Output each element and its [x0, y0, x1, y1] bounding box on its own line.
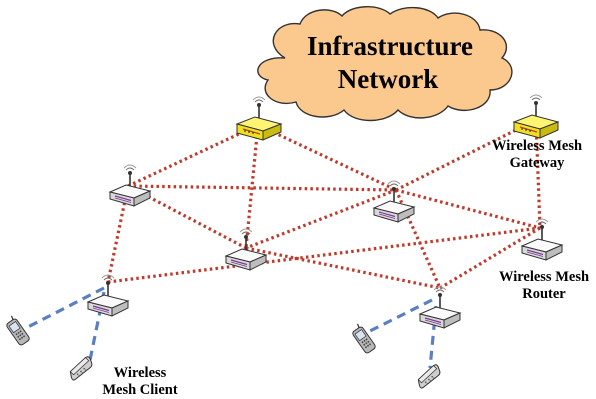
mesh-link [245, 246, 441, 290]
client-label-line2: Mesh Client [102, 382, 177, 398]
wireless-router-icon [225, 228, 267, 271]
mesh-link [534, 119, 542, 229]
mesh-link [106, 185, 130, 283]
mesh-link [395, 188, 541, 230]
mesh-link [245, 188, 397, 250]
client-link [367, 298, 433, 334]
mobile-phone-icon [2, 314, 31, 347]
gateway-label-line1: Wireless Mesh [492, 138, 582, 154]
client-link [428, 305, 438, 369]
wireless-router-icon [419, 286, 461, 329]
mesh-link [244, 124, 260, 249]
router-label: Wireless Mesh Router [499, 269, 589, 302]
client-label-line1: Wireless [114, 365, 167, 381]
mobile-phone-icon [66, 355, 96, 382]
mesh-link [107, 226, 541, 284]
router-label-line2: Router [522, 286, 566, 302]
cloud-title-line2: Network [338, 64, 438, 94]
wireless-router-icon [109, 164, 151, 207]
client-links [25, 286, 438, 369]
router-label-line1: Wireless Mesh [499, 269, 589, 285]
infrastructure-network-cloud: Infrastructure Network [257, 6, 513, 122]
wireless-router-icon [87, 274, 129, 317]
gateway-label-line2: Gateway [510, 155, 566, 171]
client-link [88, 291, 106, 361]
gateway-label: Wireless Mesh Gateway [492, 138, 582, 171]
mesh-link [127, 123, 259, 188]
mesh-link [257, 123, 397, 192]
mesh-links [106, 118, 542, 290]
client-label: Wireless Mesh Client [102, 365, 177, 398]
gateway-router-icon [513, 94, 559, 139]
gateway-router-icon [236, 96, 282, 141]
cloud-icon [257, 6, 513, 122]
mobile-phone-icon [348, 322, 377, 355]
mesh-link [439, 226, 541, 290]
wireless-router-icon [373, 180, 415, 223]
cloud-title-line1: Infrastructure [307, 31, 473, 61]
mesh-link [127, 184, 397, 192]
wireless-router-icon [521, 218, 563, 261]
